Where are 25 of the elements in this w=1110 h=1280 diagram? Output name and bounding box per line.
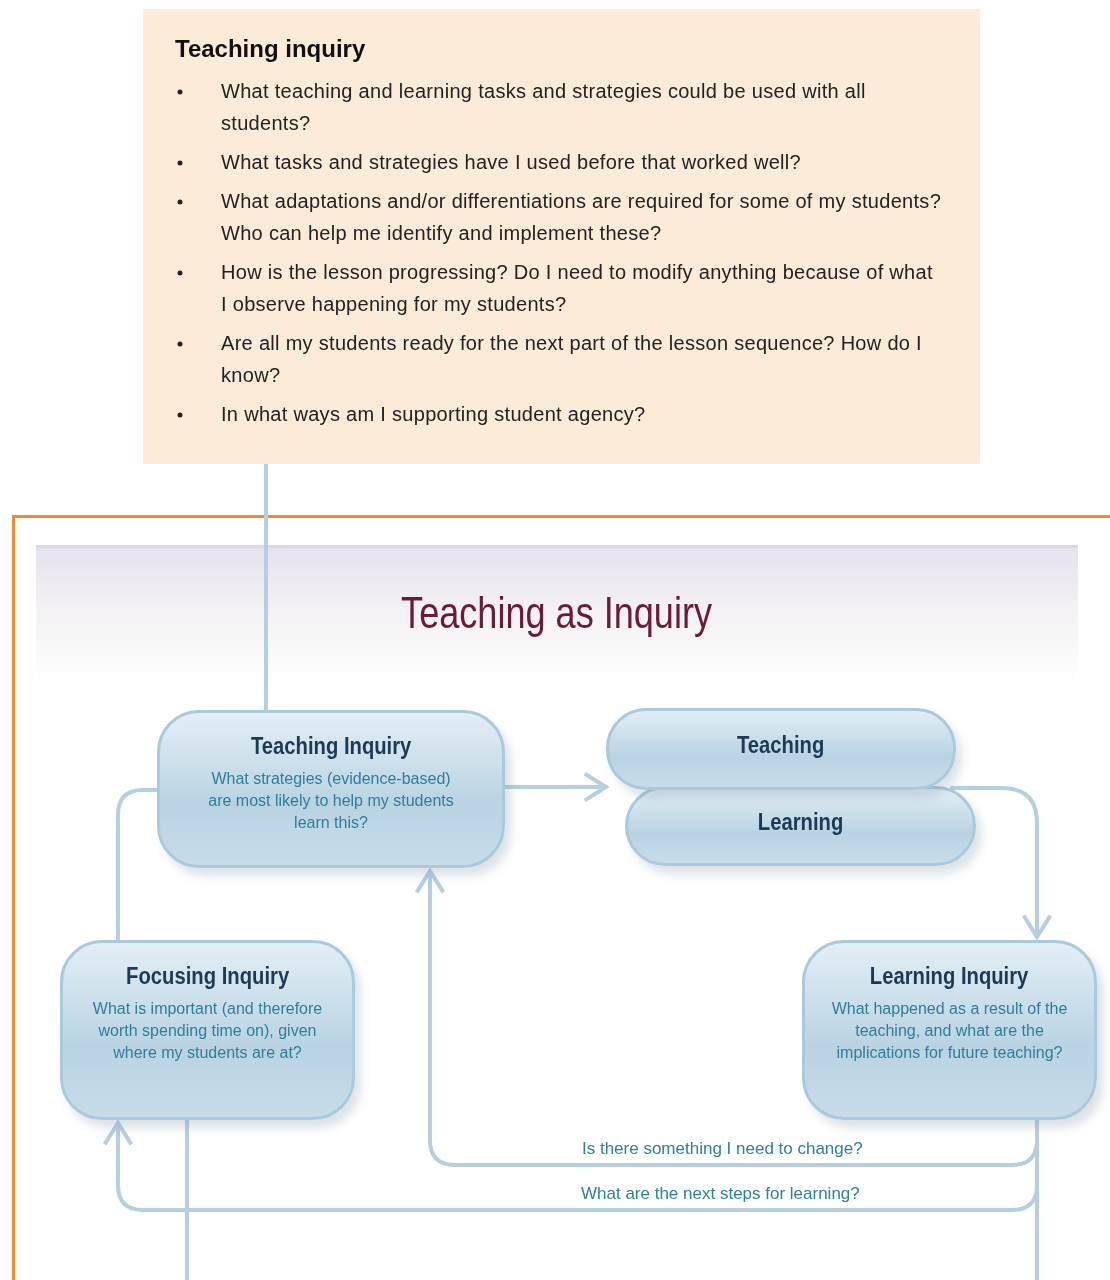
stage-heading: Teaching Inquiry xyxy=(250,733,412,760)
stage-heading: Teaching xyxy=(737,731,825,759)
stage-pill xyxy=(625,786,976,866)
stage-heading: Learning xyxy=(757,808,844,836)
stage-box xyxy=(60,940,355,1120)
bullet-item: Are all my students ready for the next part of the lesson sequence? How do I know? xyxy=(221,331,923,388)
stage-box xyxy=(157,710,505,868)
connector-arrow xyxy=(505,771,608,803)
stage-pill xyxy=(606,708,956,790)
connector-arrow xyxy=(950,786,1053,939)
note-card xyxy=(143,9,980,464)
stage-question: What is important (and therefore worth spending time on), given where my students are at? xyxy=(91,999,324,1063)
stage-box xyxy=(802,940,1097,1120)
stage-heading: Focusing Inquiry xyxy=(126,963,289,990)
stage-question: What happened as a result of the teaching, and what are the implications for future teaching? xyxy=(830,999,1069,1063)
bullet-item: What adaptations and/or differentiations are required for some of my students? Who can help me identify and implement these? xyxy=(221,189,943,246)
diagram-frame xyxy=(12,515,1110,1280)
card-heading: Teaching inquiry xyxy=(175,35,367,63)
bullet-item: What tasks and strategies have I used before that worked well? xyxy=(221,150,801,175)
bullet-item: What teaching and learning tasks and strategies could be used with all students? xyxy=(221,79,867,136)
bullet-item: In what ways am I supporting student agency? xyxy=(221,402,646,427)
diagram-title: Teaching as Inquiry xyxy=(401,588,713,639)
bullet-item: How is the lesson progressing? Do I need to modify anything because of what I observe happening for my students? xyxy=(221,260,934,317)
stage-heading: Learning Inquiry xyxy=(870,963,1029,990)
stage-question: What strategies (evidence-based) are most likely to help my students learn this? xyxy=(207,769,455,833)
